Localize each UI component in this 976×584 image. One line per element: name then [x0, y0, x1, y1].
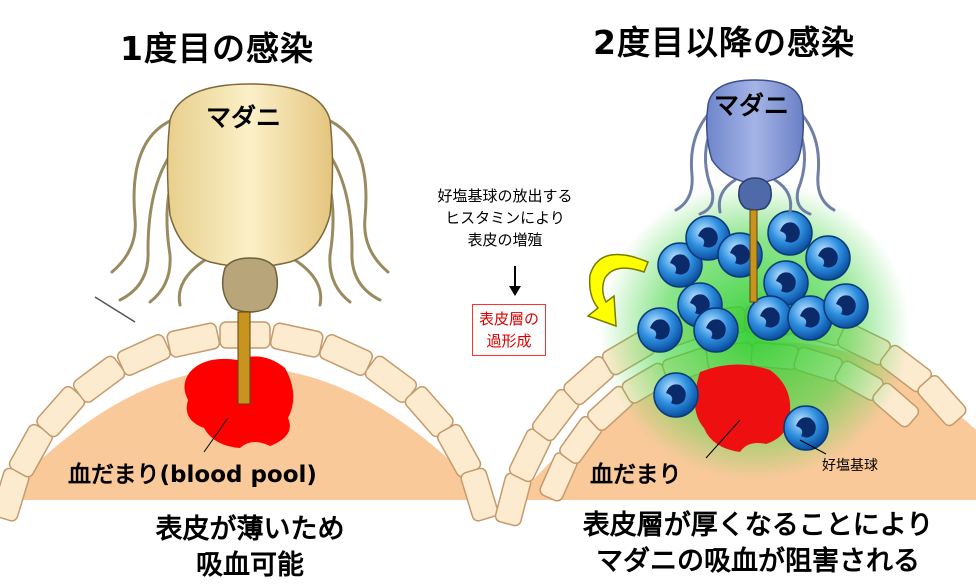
down-arrow — [509, 266, 521, 296]
basophil-nucleus — [650, 319, 670, 340]
histamine-note-line-2: ヒスタミンにより — [445, 209, 565, 227]
left-tick-label: マダニ — [206, 103, 282, 132]
left-caption-line-1: 表皮が薄いため — [155, 514, 345, 545]
left-tick — [110, 83, 390, 405]
right-tick — [674, 79, 836, 303]
hyperplasia-line-2: 過形成 — [486, 332, 532, 350]
right-blood-pool — [694, 364, 791, 452]
left-caption: 表皮が薄いため 吸血可能 — [95, 512, 405, 584]
basophil-nucleus — [666, 384, 686, 405]
left-skin-group — [0, 296, 499, 522]
right-pool-label: 血だまり — [590, 462, 682, 488]
left-hair-line — [94, 296, 136, 323]
basophil-nucleus — [690, 294, 710, 315]
left-tick-legs — [110, 118, 390, 307]
basophil-nucleus — [780, 222, 800, 243]
basophil-pointer-line — [799, 439, 827, 455]
left-caption-line-2: 吸血可能 — [196, 550, 304, 581]
right-skin-group — [494, 180, 976, 527]
basophil-nucleus — [796, 417, 816, 438]
histamine-curved-arrow — [586, 253, 649, 328]
histamine-note-line-1: 好塩基球の放出する — [437, 187, 573, 205]
left-pool-label: 血だまり(blood pool) — [68, 462, 317, 488]
basophil-nucleus — [706, 319, 726, 340]
right-caption: 表皮層が厚くなることにより マダニの吸血が阻害される — [558, 508, 958, 580]
basophil-nucleus — [760, 307, 780, 328]
epidermal-cell — [460, 467, 499, 522]
basophil-label: 好塩基球 — [822, 458, 878, 474]
right-tick-capitulum — [738, 177, 772, 211]
left-pool-pointer-line — [203, 417, 229, 453]
epidermal-cell — [116, 334, 171, 376]
epidermal-cell — [319, 334, 374, 376]
basophil-nucleus — [818, 247, 838, 268]
left-tick-mouthpart — [237, 311, 251, 405]
left-tick-capitulum — [221, 257, 279, 313]
epidermal-cell — [917, 374, 967, 427]
right-caption-line-1: 表皮層が厚くなることにより — [582, 510, 934, 541]
basophil-cells — [637, 210, 869, 451]
basophil-nucleus — [776, 272, 796, 293]
histamine-note-line-3: 表皮の増殖 — [467, 231, 543, 249]
right-tick-label: マダニ — [714, 91, 790, 120]
right-panel-title: 2度目以降の感染 — [593, 23, 855, 62]
basophil-nucleus — [730, 244, 750, 265]
hyperplasia-line-1: 表皮層の — [479, 310, 540, 328]
right-tick-mouthpart — [749, 209, 758, 303]
right-tick-legs — [674, 108, 836, 216]
basophil-nucleus — [670, 254, 690, 275]
epidermal-cell — [72, 355, 126, 403]
basophil-nucleus — [800, 307, 820, 328]
basophil-nucleus — [698, 227, 718, 248]
right-caption-line-2: マダニの吸血が阻害される — [596, 546, 920, 577]
basophil-nucleus — [836, 295, 856, 316]
epidermal-cell — [166, 322, 221, 358]
epidermal-cell — [269, 322, 324, 358]
left-epidermis-cells — [0, 321, 499, 522]
hyperplasia-box: 表皮層の 過形成 — [472, 304, 547, 356]
right-pool-pointer-line — [705, 419, 741, 459]
histamine-note: 好塩基球の放出する ヒスタミンにより 表皮の増殖 — [410, 185, 600, 251]
left-panel-title: 1度目の感染 — [120, 29, 314, 68]
